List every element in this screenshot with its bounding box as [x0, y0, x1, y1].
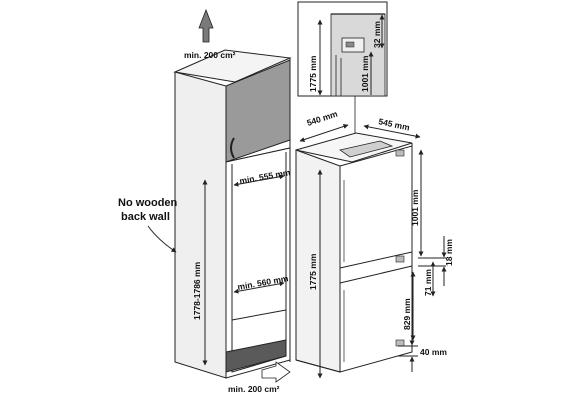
width-540-dim	[299, 124, 349, 142]
width-540-label: 540 mm	[306, 108, 340, 127]
plinth-vent	[225, 339, 287, 373]
detail-inset	[297, 1, 388, 150]
no-wooden-back-wall-line1: No wooden	[118, 197, 178, 209]
height-1775-label: 1775 mm	[308, 253, 318, 290]
cabinet-height-label: 1778-1786 mm	[192, 261, 202, 320]
no-wooden-pointer	[147, 225, 177, 253]
vent-top-label: min. 200 cm²	[184, 50, 236, 60]
inset-total-label: 1775 mm	[308, 55, 318, 92]
inset-upper-label: 1001 mm	[360, 55, 370, 92]
hinge-71-label: 71 mm	[423, 269, 433, 296]
no-wooden-back-wall-line2: back wall	[121, 211, 170, 223]
upper-1001-label: 1001 mm	[410, 189, 420, 226]
lower-829-label: 829 mm	[402, 298, 412, 330]
vent-bottom-label: min. 200 cm²	[228, 384, 280, 394]
bottom-gap-arrows	[398, 330, 418, 372]
depth-545-dim	[363, 124, 421, 139]
hinge-gap-label: 18 mm	[444, 239, 454, 266]
tall-cabinet	[173, 49, 292, 379]
hinge-gap-arrows	[418, 236, 447, 286]
min-555-dim	[233, 174, 285, 187]
bottom-gap-label: 40 mm	[420, 347, 447, 357]
vent-arrow-bottom-icon	[261, 361, 291, 383]
appliance	[295, 132, 413, 373]
vent-arrow-top-icon	[198, 8, 214, 43]
inset-gap-label: 32 mm	[372, 21, 382, 48]
min-560-dim	[233, 281, 285, 294]
